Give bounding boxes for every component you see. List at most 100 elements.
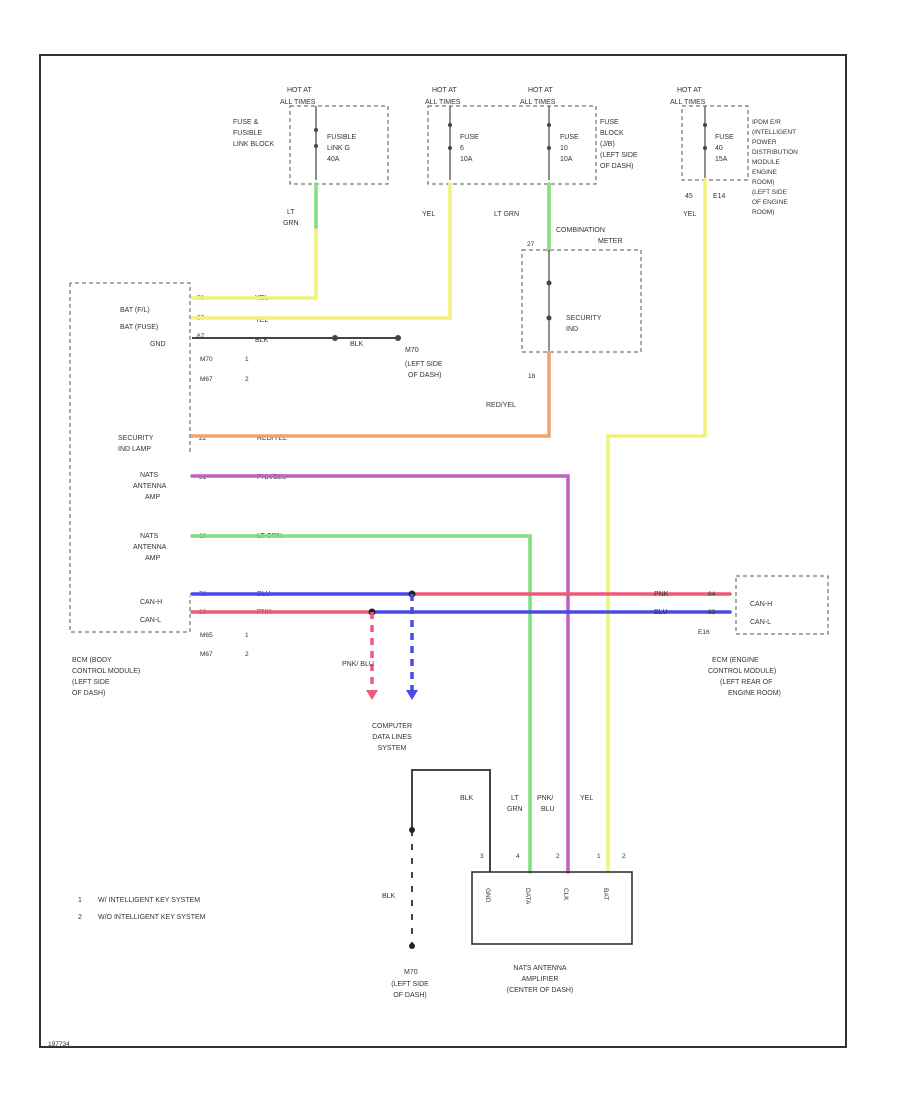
svg-text:COMBINATION: COMBINATION [556, 227, 605, 234]
svg-text:M67: M67 [200, 376, 213, 383]
svg-text:FUSE: FUSE [460, 134, 479, 141]
svg-text:CONTROL MODULE): CONTROL MODULE) [708, 668, 776, 675]
svg-text:LT: LT [287, 209, 295, 216]
svg-text:ALL TIMES: ALL TIMES [670, 99, 706, 106]
svg-text:M70: M70 [200, 356, 213, 363]
svg-text:M67: M67 [200, 651, 213, 658]
svg-text:ENGINE ROOM): ENGINE ROOM) [728, 690, 781, 697]
svg-text:BAT: BAT [602, 888, 609, 900]
bcm-ground: BLK M70 (LEFT SIDE OF DASH) [350, 341, 443, 379]
svg-text:RED/YEL: RED/YEL [486, 402, 516, 409]
svg-text:OF ENGINE: OF ENGINE [752, 199, 788, 206]
wire-yel-ipdm-nats [606, 178, 707, 874]
svg-text:GRN: GRN [283, 220, 299, 227]
svg-text:LINK G: LINK G [327, 145, 350, 152]
svg-text:COMPUTER: COMPUTER [372, 723, 412, 730]
svg-text:ECM (ENGINE: ECM (ENGINE [712, 657, 759, 664]
svg-text:HOT AT: HOT AT [287, 87, 312, 94]
svg-text:ROOM): ROOM) [752, 179, 774, 186]
svg-text:83: 83 [708, 609, 716, 616]
svg-text:FUSIBLE: FUSIBLE [327, 134, 357, 141]
svg-text:(CENTER OF DASH): (CENTER OF DASH) [507, 987, 574, 994]
svg-text:1: 1 [245, 356, 249, 363]
svg-text:OF DASH): OF DASH) [408, 372, 441, 379]
svg-text:1: 1 [245, 632, 249, 639]
svg-text:LT: LT [511, 795, 519, 802]
svg-text:BCM (BODY: BCM (BODY [72, 657, 112, 664]
svg-text:4: 4 [516, 853, 520, 860]
svg-text:FUSE: FUSE [560, 134, 579, 141]
svg-text:LT GRN: LT GRN [494, 211, 519, 218]
svg-text:GND: GND [484, 888, 491, 903]
svg-text:SYSTEM: SYSTEM [378, 745, 407, 752]
svg-text:6: 6 [460, 145, 464, 152]
svg-text:HOT AT: HOT AT [677, 87, 702, 94]
svg-text:YEL: YEL [683, 211, 696, 218]
svg-text:PNK/: PNK/ [537, 795, 553, 802]
svg-text:2: 2 [245, 376, 249, 383]
svg-text:2: 2 [78, 914, 82, 921]
diagram-id: 197734 [48, 1041, 70, 1048]
svg-text:LINK BLOCK: LINK BLOCK [233, 141, 275, 148]
svg-text:FUSE: FUSE [600, 119, 619, 126]
nats-ground: BLK M70 (LEFT SIDE OF DASH) [382, 893, 429, 999]
svg-text:ALL TIMES: ALL TIMES [280, 99, 316, 106]
svg-text:METER: METER [598, 238, 623, 245]
svg-text:NATS: NATS [140, 472, 158, 479]
nats-antenna-amplifier: BLK LT GRN PNK/ BLU YEL 3 4 2 1 2 GND DA… [460, 795, 633, 994]
svg-text:NATS: NATS [140, 533, 158, 540]
svg-text:2: 2 [622, 853, 626, 860]
svg-text:2: 2 [556, 853, 560, 860]
svg-text:(LEFT SIDE: (LEFT SIDE [600, 152, 638, 159]
svg-text:10: 10 [560, 145, 568, 152]
svg-text:10A: 10A [560, 156, 573, 163]
svg-text:IPDM E/R: IPDM E/R [752, 119, 781, 126]
bcm-module: BAT (F/L) BAT (FUSE) GND 70 57 67 YEL YE… [69, 282, 287, 697]
svg-text:BAT (FUSE): BAT (FUSE) [120, 324, 158, 331]
svg-text:M65: M65 [200, 632, 213, 639]
svg-text:AMP: AMP [145, 494, 161, 501]
svg-text:CAN-L: CAN-L [140, 617, 161, 624]
fuse-box-1: HOT AT ALL TIMES FUSE & FUSIBLE LINK BLO… [233, 87, 389, 185]
svg-text:E14: E14 [713, 193, 726, 200]
svg-text:10A: 10A [460, 156, 473, 163]
svg-text:BLK: BLK [460, 795, 474, 802]
svg-text:RED/YEL: RED/YEL [257, 435, 287, 442]
wire-ltgrn-data [190, 534, 532, 874]
svg-text:84: 84 [708, 591, 716, 598]
svg-text:PNK/ BLU: PNK/ BLU [342, 661, 374, 668]
svg-text:22: 22 [199, 435, 207, 442]
svg-text:BLU: BLU [654, 609, 668, 616]
svg-text:CONTROL MODULE): CONTROL MODULE) [72, 668, 140, 675]
svg-text:BLK: BLK [255, 337, 269, 344]
svg-text:ANTENNA: ANTENNA [133, 544, 167, 551]
svg-text:SECURITY: SECURITY [566, 315, 602, 322]
svg-text:ENGINE: ENGINE [752, 169, 778, 176]
svg-text:(LEFT SIDE: (LEFT SIDE [752, 189, 788, 196]
svg-text:1: 1 [78, 897, 82, 904]
wire-yel-bat-fl [190, 228, 318, 300]
svg-text:FUSE &: FUSE & [233, 119, 259, 126]
svg-text:W/O INTELLIGENT KEY SYSTEM: W/O INTELLIGENT KEY SYSTEM [98, 914, 206, 921]
svg-text:3: 3 [480, 853, 484, 860]
svg-text:DATA LINES: DATA LINES [372, 734, 412, 741]
svg-text:(J/B): (J/B) [600, 141, 615, 148]
svg-text:CAN-H: CAN-H [750, 601, 772, 608]
wire-labels: LT GRN YEL LT GRN YEL RED/YEL PNK/ BLU [283, 209, 696, 668]
svg-text:ALL TIMES: ALL TIMES [520, 99, 556, 106]
svg-text:OF DASH): OF DASH) [72, 690, 105, 697]
svg-text:ALL TIMES: ALL TIMES [425, 99, 461, 106]
svg-text:MODULE: MODULE [752, 159, 780, 166]
svg-text:M70: M70 [404, 969, 418, 976]
svg-text:BLK: BLK [382, 893, 396, 900]
svg-text:CLK: CLK [562, 888, 569, 901]
svg-text:AMP: AMP [145, 555, 161, 562]
svg-text:GRN: GRN [507, 806, 523, 813]
fuse-box-2: HOT AT ALL TIMES FUSE 6 10A [425, 87, 597, 185]
ecm-module: PNK 84 BLU 83 E16 CAN-H CAN-L ECM (ENGIN… [654, 575, 829, 697]
wire-yel-bat-fuse [190, 182, 452, 320]
combination-meter: COMBINATION METER 27 18 SECURITY IND [521, 227, 642, 380]
svg-text:OF DASH): OF DASH) [600, 163, 633, 170]
fuse-box-3: HOT AT ALL TIMES FUSE 10 10A FUSE BLOCK … [520, 87, 638, 180]
